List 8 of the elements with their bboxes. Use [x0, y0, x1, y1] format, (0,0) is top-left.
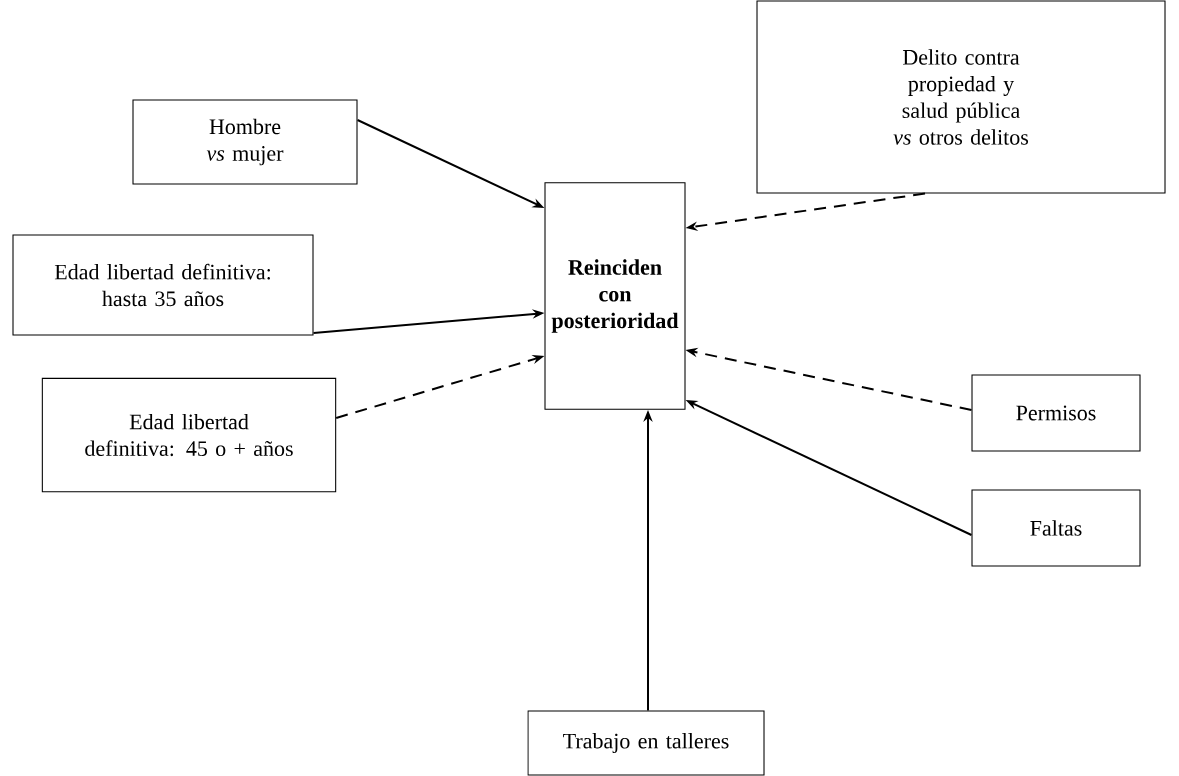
text-box: Hombre vs mujer	[132, 99, 358, 185]
text-box: Delito contra propiedad y salud pública vs otros delitos	[756, 0, 1166, 194]
text-box: Reinciden con posterioridad	[544, 182, 686, 410]
text-box: Trabajo en talleres	[527, 710, 765, 776]
text-box: Faltas	[971, 489, 1141, 567]
text-box: Edad libertad definitiva: 45 o + años	[41, 377, 337, 493]
text-box: Edad libertad definitiva: hasta 35 años	[12, 234, 314, 336]
text-box: Permisos	[971, 374, 1141, 452]
